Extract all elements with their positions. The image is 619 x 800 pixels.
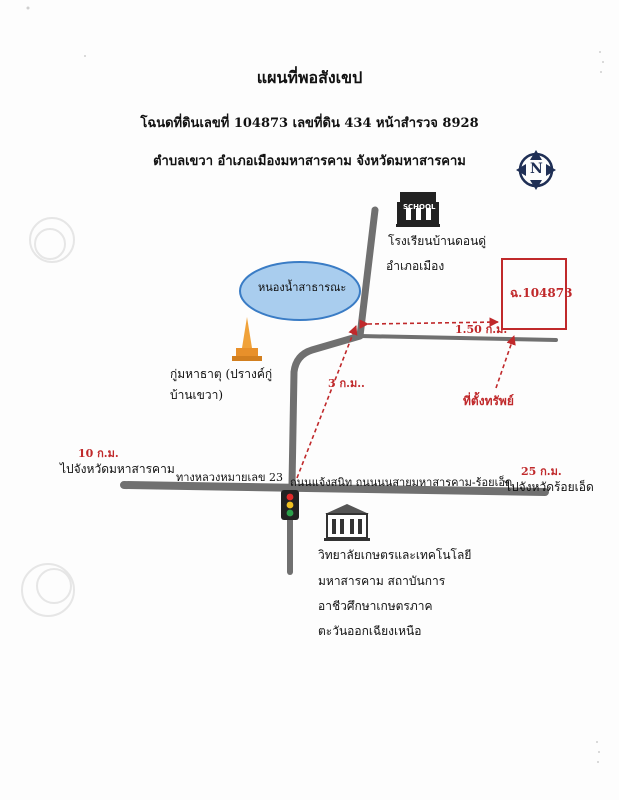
school-sign: SCHOOL [403, 203, 436, 211]
public-pond [239, 261, 361, 321]
arrow-side-road [296, 325, 358, 479]
college-line4: ตะวันออกเฉียงเหนือ [318, 624, 422, 638]
north-road [288, 206, 379, 489]
college-line3: อาชีวศึกษาเกษตรภาค [318, 599, 433, 613]
direction-left: ไปจังหวัดมหาสารคาม [60, 462, 175, 476]
land-parcel-box [501, 258, 567, 330]
location-line: ตำบลเขวา อำเภอเมืองมหาสารคาม จังหวัดมหาส… [153, 154, 466, 169]
parcel-label: ฉ.104873 [510, 286, 573, 300]
distance-left: 10 ก.ม. [78, 447, 119, 460]
street-label: ถนนแจ้งสนิท ถนนนนสายมหาสารคาม-ร้อยเอ็ด [290, 476, 513, 489]
compass-letter: N [530, 161, 543, 177]
north-compass-icon [516, 150, 556, 190]
map-title: แผนที่พอสังเขป [256, 68, 363, 87]
branch-road [358, 334, 558, 342]
distance-branch: 1.50 ก.ม. [455, 323, 508, 336]
pagoda-icon [232, 317, 262, 361]
main-highway-road [120, 481, 549, 496]
pagoda-label-line2: บ้านเขวา) [170, 388, 224, 402]
highway-label: ทางหลวงหมายเลข 23 [176, 471, 283, 484]
arrow-property [495, 335, 516, 389]
college-line1: วิทยาลัยเกษตรและเทคโนโลยี [318, 548, 472, 562]
distance-arrows [296, 317, 516, 479]
pagoda-label-line1: กู่มหาธาตุ (ปรางค์กู่ [170, 367, 273, 381]
deed-line: โฉนดที่ดินเลขที่ 104873 เลขที่ดิน 434 หน… [140, 116, 479, 131]
scan-smudge-top [29, 217, 75, 263]
distance-side-road: 3 ก.ม.. [328, 377, 365, 390]
distance-right: 25 ก.ม. [521, 465, 562, 478]
college-line2: มหาสารคาม สถาบันการ [318, 574, 446, 588]
traffic-light-icon [281, 490, 299, 520]
scan-marks [26, 6, 604, 763]
arrow-to-parcel [359, 317, 499, 329]
direction-right: ไปจังหวัดร้อยเอ็ด [505, 480, 594, 494]
school-district: อำเภอเมือง [386, 259, 445, 273]
property-location-label: ที่ตั้งทรัพย์ [463, 394, 514, 408]
school-building-icon [396, 192, 440, 227]
scan-smudge-bottom [21, 563, 75, 617]
college-building-icon [324, 504, 370, 541]
pond-label: หนองน้ำสาธารณะ [258, 281, 347, 294]
school-name: โรงเรียนบ้านดอนดู่ [388, 234, 487, 248]
